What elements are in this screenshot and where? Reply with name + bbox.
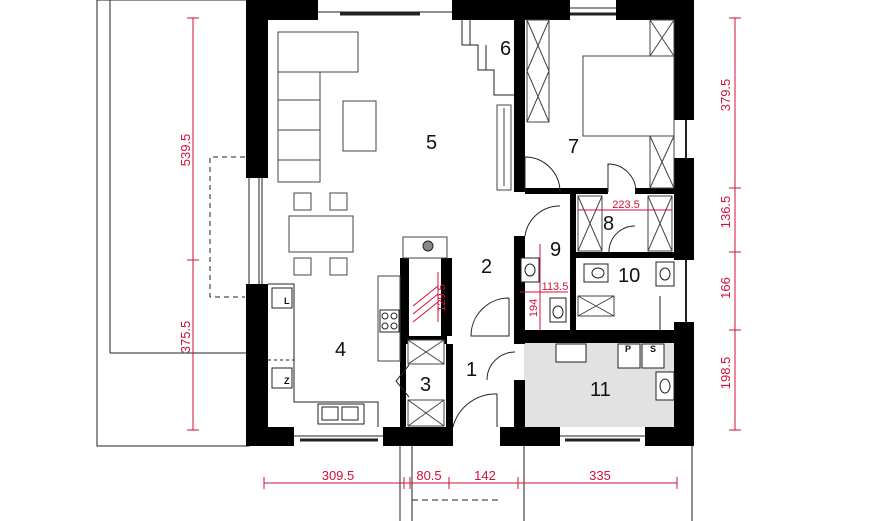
doors xyxy=(395,156,637,428)
washbasin-icon-3 xyxy=(655,371,675,401)
dim-right-2: 136.5 xyxy=(718,196,733,229)
bed xyxy=(582,55,675,137)
dim-left-upper: 539.5 xyxy=(178,134,193,167)
bathroom-fixtures xyxy=(520,257,675,401)
walls xyxy=(246,0,694,446)
windows xyxy=(294,7,687,442)
room-9-label: 9 xyxy=(550,239,561,261)
fridge-label: L xyxy=(284,296,290,306)
wardrobes xyxy=(407,19,675,427)
dim-inner-194: 194 xyxy=(528,299,540,317)
dim-bottom-2: 80.5 xyxy=(416,468,441,483)
kitchen-counter xyxy=(268,236,448,427)
right-dimension-line xyxy=(729,17,741,431)
room-4-label: 4 xyxy=(335,339,346,361)
dryer-label: S xyxy=(650,344,656,354)
dim-left-lower: 375.5 xyxy=(178,321,193,354)
washbasin-icon xyxy=(520,257,540,283)
bottom-dimension-line xyxy=(263,477,678,489)
washbasin-icon-2 xyxy=(655,261,675,287)
cooktop-icon xyxy=(379,309,400,333)
room-5-label: 5 xyxy=(426,132,437,154)
water-heater xyxy=(555,343,587,363)
room-8-label: 8 xyxy=(603,213,614,235)
room-2-label: 2 xyxy=(481,256,492,278)
room-6-label: 6 xyxy=(500,38,511,60)
dining-set xyxy=(288,192,354,276)
staircase xyxy=(461,20,514,191)
room-7-label: 7 xyxy=(568,136,579,158)
dim-right-1: 379.5 xyxy=(718,79,733,112)
dim-inner-223: 223.5 xyxy=(612,199,640,211)
room-1-label: 1 xyxy=(466,359,477,381)
sink-icon xyxy=(317,403,365,425)
room-3-label: 3 xyxy=(420,374,431,396)
dim-inner-129: 129.5 xyxy=(436,284,448,312)
dim-right-3: 166 xyxy=(718,277,733,299)
freezer-label: Z xyxy=(284,376,290,386)
dim-inner-113: 113.5 xyxy=(542,281,569,293)
fridge xyxy=(271,287,293,309)
dim-bottom-1: 309.5 xyxy=(322,468,355,483)
dim-right-4: 198.5 xyxy=(718,357,733,390)
coffee-table xyxy=(342,100,377,152)
dim-bottom-4: 335 xyxy=(589,468,611,483)
dim-bottom-3: 142 xyxy=(474,468,496,483)
dryer xyxy=(641,343,665,369)
interior-dimensions xyxy=(412,209,672,330)
terrace-outline xyxy=(96,0,693,521)
toilet-icon-2 xyxy=(583,263,609,283)
room-11-label: 11 xyxy=(590,379,611,401)
oven-icon xyxy=(422,240,434,252)
sofa xyxy=(277,31,359,183)
freezer xyxy=(271,367,293,389)
left-dimension-line xyxy=(187,17,199,431)
washer xyxy=(617,343,641,369)
room-10-label: 10 xyxy=(618,265,640,287)
washer-label: P xyxy=(625,344,631,354)
